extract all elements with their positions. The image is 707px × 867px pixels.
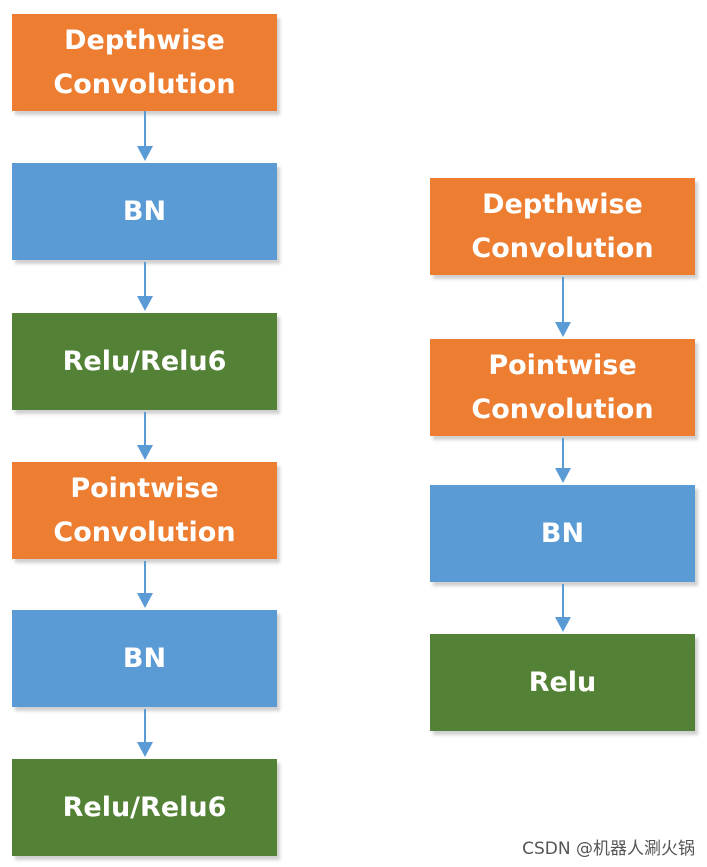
watermark-text: CSDN @机器人涮火锅 [522,839,695,859]
node-label: Relu [528,666,597,698]
left-depthwise-conv-node: Depthwise Convolution [12,14,277,111]
left-arrow-3 [137,412,153,460]
node-label: Depthwise Convolution [53,25,236,100]
left-bn-node-1: BN [12,163,277,260]
right-arrow-3 [555,584,571,632]
node-label: BN [122,195,167,227]
node-label: Pointwise Convolution [53,473,236,548]
node-label: BN [540,517,585,549]
left-arrow-5 [137,709,153,757]
left-bn-node-2: BN [12,610,277,707]
right-arrow-1 [555,277,571,337]
left-relu-node-2: Relu/Relu6 [12,759,277,856]
node-label: BN [122,642,167,674]
right-pointwise-conv-node: Pointwise Convolution [430,339,695,436]
right-relu-node: Relu [430,634,695,731]
left-pointwise-conv-node: Pointwise Convolution [12,462,277,559]
right-bn-node: BN [430,485,695,582]
left-relu-node-1: Relu/Relu6 [12,313,277,410]
node-label: Relu/Relu6 [62,345,227,377]
node-label: Depthwise Convolution [471,189,654,264]
node-label: Relu/Relu6 [62,791,227,823]
left-arrow-1 [137,111,153,161]
node-label: Pointwise Convolution [471,350,654,425]
right-arrow-2 [555,438,571,483]
left-arrow-4 [137,561,153,608]
right-depthwise-conv-node: Depthwise Convolution [430,178,695,275]
left-arrow-2 [137,262,153,311]
